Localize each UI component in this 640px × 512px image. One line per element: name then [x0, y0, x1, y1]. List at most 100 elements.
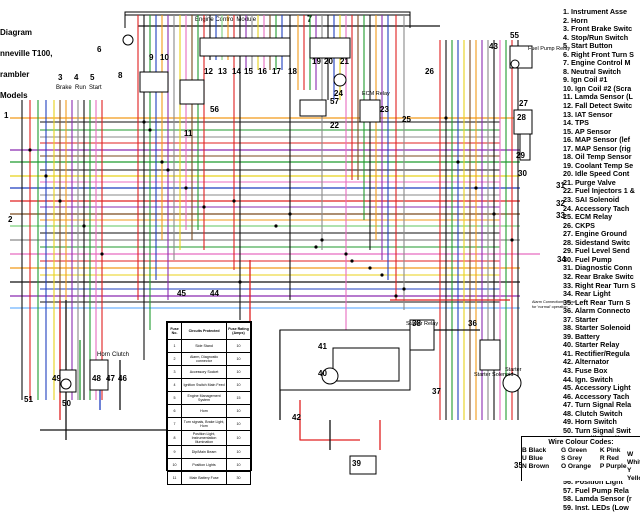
fuse-table-cell: 7: [166, 417, 183, 431]
component-number: 25: [402, 115, 411, 124]
legend-item: 12. Fall Detect Switc: [563, 101, 633, 111]
legend-item: 4. Stop/Run Switch: [563, 32, 629, 42]
legend-item: 22. Fuel Injectors 1 &: [563, 186, 635, 196]
fuse-table-cell: 10: [166, 458, 183, 472]
wire-colour-row: B Black G Green K Pink: [522, 447, 640, 455]
wire: [299, 400, 360, 441]
legend-item: 33. Right Rear Turn S: [563, 280, 636, 290]
alarm-note: Alarm Connections shown for 'normal' ope…: [532, 300, 577, 309]
legend-item: 23. SAI Solenoid: [563, 195, 620, 205]
fuse-table-cell: Horn: [181, 404, 227, 418]
turn-signal-relay-box: [89, 359, 109, 391]
component-number: 36: [468, 319, 477, 328]
ecm-relay-label: ECM Relay: [362, 91, 390, 97]
junction-dot: [82, 224, 86, 228]
junction-dot: [274, 224, 278, 228]
fuse-table-cell: 10: [225, 339, 252, 353]
legend-item: 38. Starter Solenoid: [563, 323, 631, 333]
wire-code: N Brown: [522, 463, 550, 470]
legend-item: 26. CKPS: [563, 220, 595, 230]
legend-item: 17. MAP Sensor (rig: [563, 143, 631, 153]
component-number: 29: [516, 151, 525, 160]
legend-item: 59. Inst. LEDs (Low: [563, 502, 629, 512]
junction-dot: [160, 160, 164, 164]
starter-relay-box: [409, 319, 435, 351]
fuel-pump: [510, 59, 520, 69]
fuse-table-cell: Ignition Switch Main Feed: [181, 378, 227, 392]
junction-dot: [44, 174, 48, 178]
wire-colour-codes: Wire Colour Codes: B Black G Green K Pin…: [521, 436, 640, 482]
component-number: 44: [210, 289, 219, 298]
component-number: 57: [330, 97, 339, 106]
legend-item: 3. Front Brake Switc: [563, 24, 633, 34]
run-switch-label: Run: [75, 85, 86, 91]
component-number: 11: [184, 129, 193, 138]
junction-dot: [100, 252, 104, 256]
junction-dot: [232, 199, 236, 203]
legend-item: 47. Turn Signal Rela: [563, 400, 632, 410]
component-number: 32: [556, 199, 565, 208]
component-number: 30: [518, 169, 527, 178]
component-number: 47: [106, 374, 115, 383]
wire-colour-row: U Blue S Grey R Red: [522, 455, 640, 463]
component-number: 17: [272, 67, 281, 76]
clutch-switch-label: Clutch: [112, 352, 129, 358]
legend-item: 21. Purge Valve: [563, 177, 616, 187]
component-group: [59, 34, 533, 475]
junction-dot: [142, 120, 146, 124]
title-line-4: Models: [0, 91, 28, 100]
junction-dot: [456, 160, 460, 164]
turn-signal-lamp: [122, 34, 134, 46]
fuse-table-cell: 6: [166, 404, 183, 418]
component-number: 45: [177, 289, 186, 298]
map-sensor-box: [299, 99, 327, 117]
lamda-sensor-box: [179, 79, 205, 105]
component-number: 31: [556, 181, 565, 190]
fuse-table-cell: 11: [166, 471, 183, 485]
junction-dot: [238, 280, 242, 284]
component-number: 48: [92, 374, 101, 383]
legend-item: 29. Fuel Level Send: [563, 246, 630, 256]
wire-code: Y Yellow: [627, 467, 640, 482]
junction-dot: [58, 199, 62, 203]
component-number: 2: [8, 215, 13, 224]
wire-code: U Blue: [522, 455, 543, 462]
wire-colour-row: N Brown O Orange P Purple: [522, 463, 640, 471]
junction-dot: [394, 294, 398, 298]
junction-dot: [320, 238, 324, 242]
legend-item: 27. Engine Ground: [563, 229, 627, 239]
wire-code: S Grey: [560, 455, 583, 462]
legend-item: 41. Rectifier/Regula: [563, 348, 630, 358]
battery-box: [349, 455, 377, 475]
fuse-table-cell: Alarm, Diagnostic connector: [181, 352, 227, 366]
fuse-table-cell: 10: [225, 352, 252, 366]
starter-solenoid-label: Starter Solenoid: [474, 372, 513, 378]
fuse-table-cell: Side Stand: [181, 339, 227, 353]
component-number: 20: [324, 57, 333, 66]
fuse-table-cell: 3: [166, 365, 183, 379]
fuse-table-header: Fuse Rating (Amps): [225, 322, 252, 340]
component-number: 46: [118, 374, 127, 383]
component-number: 18: [288, 67, 297, 76]
junction-dot: [148, 128, 152, 132]
legend-item: 14. TPS: [563, 118, 589, 128]
component-number: 38: [412, 319, 421, 328]
component-number: 27: [519, 99, 528, 108]
wire-code: B Black: [522, 447, 547, 454]
legend-item: 5. Start Button: [563, 41, 613, 51]
legend-item: 46. Accessory Tach: [563, 391, 630, 401]
legend-item: 40. Starter Relay: [563, 340, 620, 350]
component-number: 4: [74, 73, 79, 82]
legend-item: 48. Clutch Switch: [563, 408, 623, 418]
fuse-table-cell: 10: [225, 417, 252, 431]
ecm-relay-box: [359, 99, 381, 123]
legend-item: 13. IAT Sensor: [563, 109, 613, 119]
legend-item: 15. AP Sensor: [563, 126, 611, 136]
junction-dot: [288, 212, 292, 216]
fuse-table-cell: 2: [166, 352, 183, 366]
component-number: 50: [62, 399, 71, 408]
